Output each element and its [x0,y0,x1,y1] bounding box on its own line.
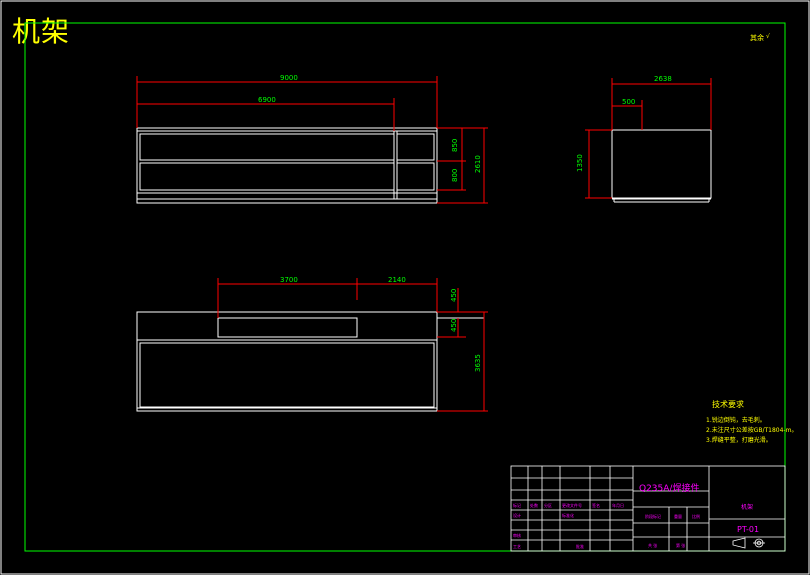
dim-top-c: 450 [450,289,458,302]
tech-req-line-1: 1.锐边倒钝，去毛刺。 [706,416,766,424]
tb-cell-15: 第 张 [676,542,685,548]
corner-note: 其余 [750,33,764,42]
dim-top-d: 450 [450,319,458,332]
drawing-frame [24,22,786,552]
side-view [611,129,712,203]
title-block [510,465,786,552]
dim-overall-length: 9000 [280,74,298,82]
tb-cell-6: 设计 [513,512,521,518]
front-view-dims [136,76,488,204]
title-block-part-name: 机架 [741,503,753,511]
side-view-dims [585,78,712,199]
top-view-dims [217,278,488,412]
title-block-drawing-no: PT-01 [737,525,759,534]
top-view [136,311,484,412]
dim-top-b: 2140 [388,276,406,284]
tech-req-heading: 技术要求 [712,399,744,409]
tb-cell-11: 阶段标记 [645,513,661,519]
tech-req-line-3: 3.焊缝平整，打磨光滑。 [706,436,772,444]
tb-cell-0: 标记 [513,502,521,508]
tb-cell-14: 共 张 [648,542,657,548]
dim-total-height: 2610 [474,155,482,173]
tb-cell-8: 审核 [513,532,521,538]
tb-cell-10: 批准 [576,543,584,549]
front-view [136,127,438,204]
dim-top-e: 3635 [474,354,482,372]
dim-inner-length: 6900 [258,96,276,104]
tb-cell-9: 工艺 [513,544,521,549]
tb-cell-5: 年月日 [612,502,624,508]
tech-req-line-2: 2.未注尺寸公差按GB/T1804-m。 [706,426,797,434]
tb-cell-1: 处数 [530,502,538,508]
roughness-symbol: √ [766,33,770,40]
tb-cell-3: 更改文件号 [562,502,582,508]
tb-cell-7: 标准化 [562,512,574,518]
dim-h1: 850 [451,139,459,152]
dim-side-step: 500 [622,98,635,106]
dim-top-a: 3700 [280,276,298,284]
dim-h2: 800 [451,169,459,182]
title-block-material: Q235A/焊接件 [639,482,699,494]
tb-cell-4: 签名 [592,502,600,508]
tb-cell-13: 比例 [692,513,700,519]
tb-cell-2: 分区 [544,502,552,508]
projection-symbol-icon [732,537,765,549]
tb-cell-12: 重量 [674,513,682,519]
dim-side-width: 2638 [654,75,672,83]
dim-side-height: 1350 [576,154,584,172]
drawing-title: 机架 [12,15,71,48]
